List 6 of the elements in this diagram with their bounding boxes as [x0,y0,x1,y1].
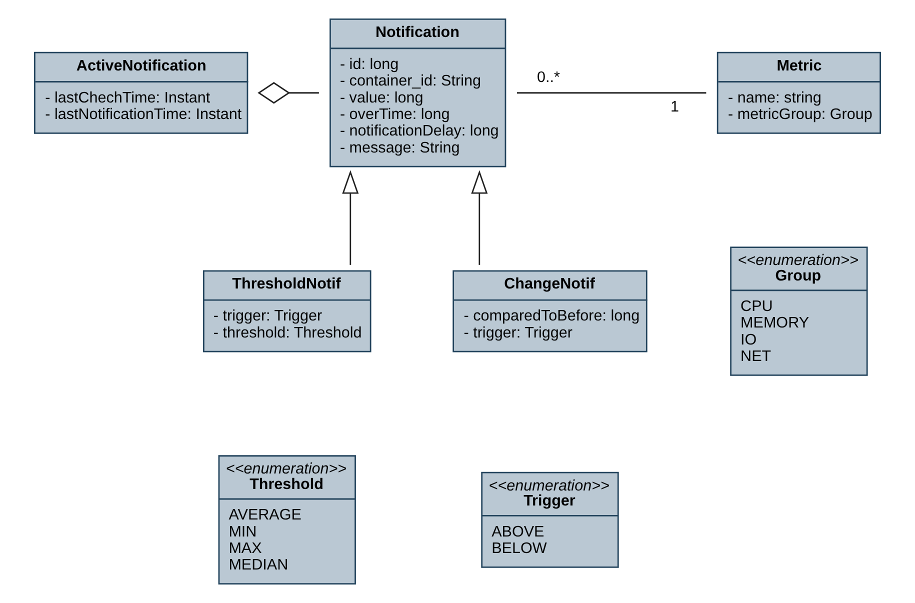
connector [258,82,319,104]
label: 0..* [537,69,560,86]
arrow [471,170,488,265]
arrow [342,170,359,265]
label: 1 [670,98,679,116]
connector [517,92,706,94]
